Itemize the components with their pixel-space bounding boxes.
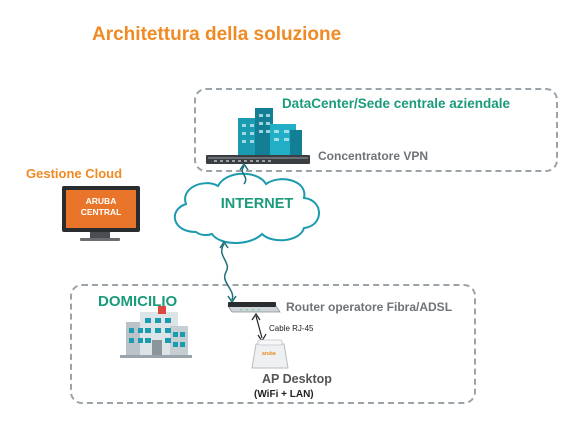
home-title: DOMICILIO bbox=[98, 293, 178, 310]
aruba-screen-line2: CENTRAL bbox=[80, 207, 122, 217]
internet-home-link bbox=[219, 240, 237, 304]
cable-link bbox=[251, 312, 267, 343]
internet-cloud-icon bbox=[173, 172, 320, 244]
internet-label: INTERNET bbox=[220, 196, 294, 212]
home-zone bbox=[70, 284, 476, 404]
router-icon bbox=[227, 302, 281, 313]
cloud-management-label: Gestione Cloud bbox=[26, 166, 123, 181]
datacenter-buildings-icon bbox=[238, 108, 302, 158]
datacenter-internet-link bbox=[239, 162, 249, 185]
datacenter-title: DataCenter/Sede centrale aziendale bbox=[281, 96, 511, 111]
page-title: Architettura della soluzione bbox=[92, 24, 342, 45]
aruba-central-screen-text: ARUBA CENTRAL bbox=[70, 196, 132, 218]
ap-desktop-sublabel: (WiFi + LAN) bbox=[254, 389, 314, 400]
router-label: Router operatore Fibra/ADSL bbox=[286, 300, 453, 314]
ap-desktop-icon bbox=[251, 339, 289, 369]
aruba-central-monitor-icon bbox=[62, 186, 140, 241]
vpn-concentrator-icon bbox=[206, 155, 310, 164]
cable-label: Cable RJ-45 bbox=[269, 324, 314, 333]
vpn-concentrator-label: Concentratore VPN bbox=[318, 149, 429, 163]
datacenter-zone bbox=[194, 88, 558, 172]
ap-desktop-label: AP Desktop bbox=[262, 372, 332, 386]
aruba-screen-line1: ARUBA bbox=[85, 196, 117, 206]
ap-brand-label: aruba bbox=[262, 351, 276, 357]
home-building-icon bbox=[120, 306, 192, 358]
